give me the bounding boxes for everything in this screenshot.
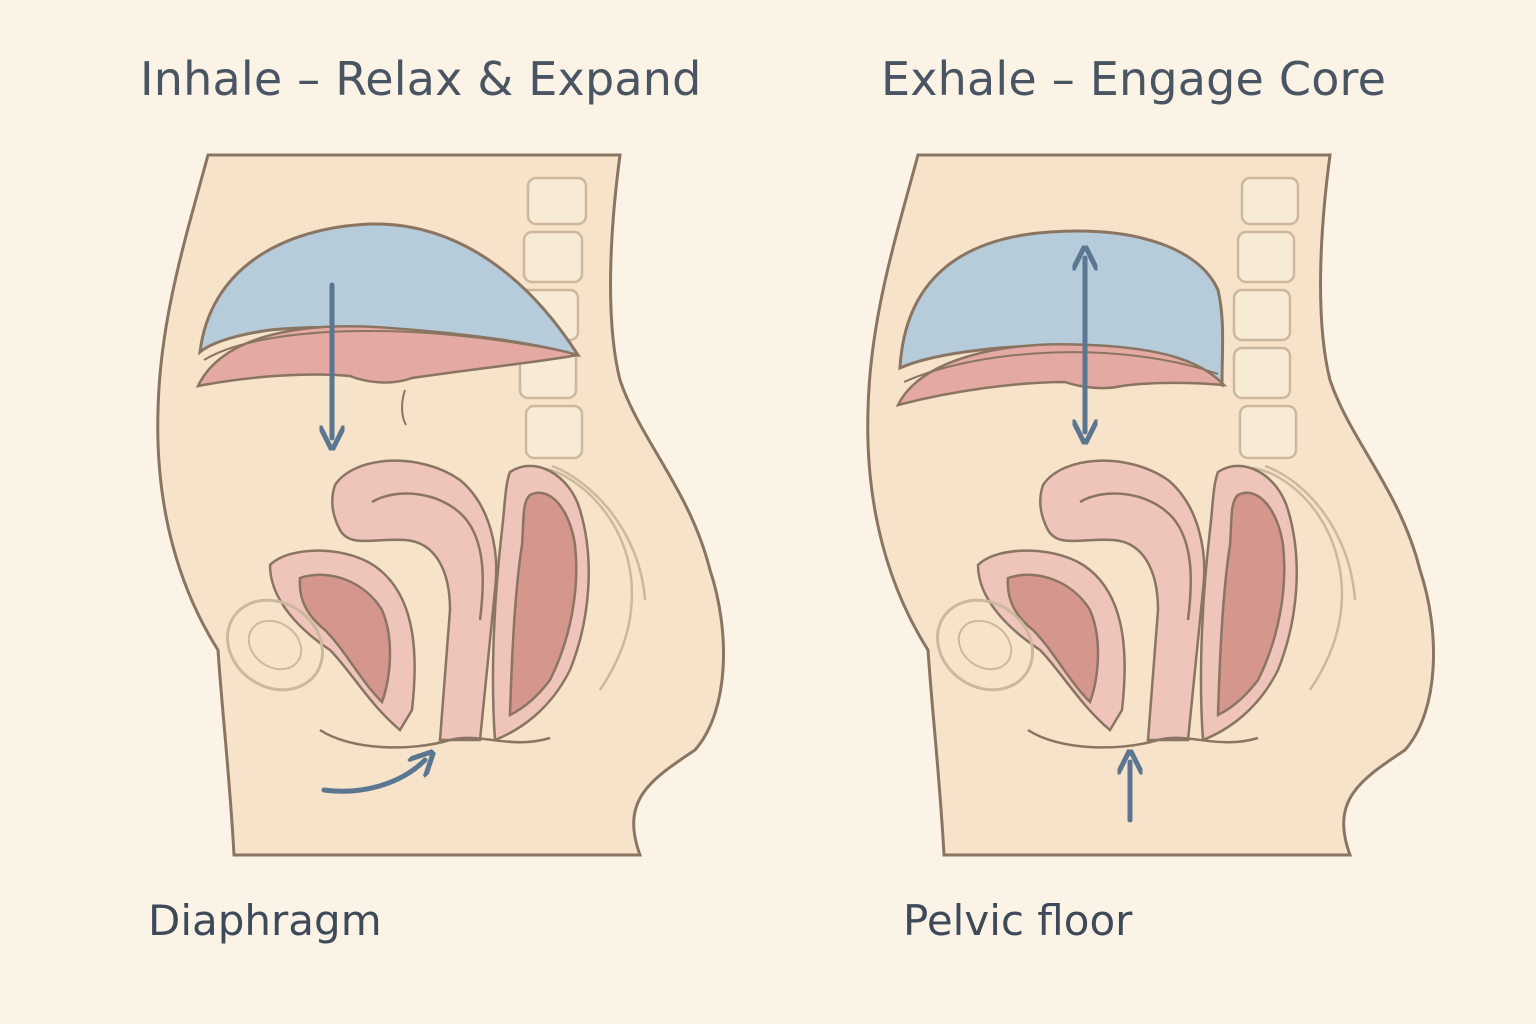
pelvic-organs: [976, 459, 1298, 742]
pelvic-organs: [268, 459, 590, 742]
inhale-title: Inhale – Relax & Expand: [140, 52, 702, 106]
exhale-title: Exhale – Engage Core: [881, 52, 1387, 106]
curved-arrow-icon: [321, 760, 425, 794]
pubic-bone: [225, 598, 325, 692]
diaphragm-caption: Diaphragm: [148, 896, 382, 945]
lungs: [198, 222, 582, 357]
exhale-diagram: [860, 150, 1460, 870]
pelvic-floor-line: [1027, 728, 1259, 749]
inhale-diagram: [150, 150, 750, 870]
spine: [1232, 176, 1357, 691]
pubic-bone: [935, 598, 1035, 692]
pelvic-floor-caption: Pelvic floor: [903, 896, 1133, 945]
pelvic-floor-line: [319, 728, 551, 749]
lungs: [898, 229, 1225, 388]
